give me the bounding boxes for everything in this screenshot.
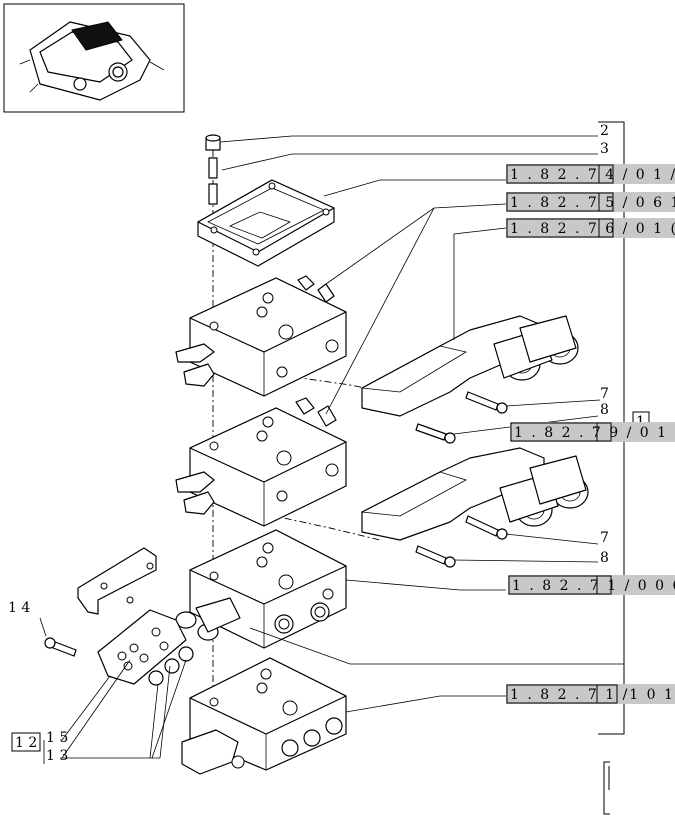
- callout-8-upper: 8: [600, 402, 609, 418]
- callout-7-lower: 7: [600, 530, 609, 546]
- valve-section-1: [175, 275, 347, 397]
- elbow-fitting-lower: [360, 447, 589, 541]
- reference-label-4: 1 . 8 2 . 7 9 / 0 1: [514, 425, 668, 441]
- bracket-plate: [77, 547, 157, 615]
- reference-label-3: 1 . 8 2 . 7 6 / 0 1 (: [510, 221, 675, 237]
- bottom-bracket: [603, 761, 610, 815]
- reference-box-5[interactable]: 1 . 8 2 . 7 1 / 0 0 6: [508, 575, 675, 595]
- stud-bolts: [208, 157, 218, 205]
- reference-label-6: 1 . 8 2 . 7 1 /1 0 1 1: [510, 687, 675, 703]
- flange-block: [97, 609, 187, 685]
- reference-box-4[interactable]: 1 . 8 2 . 7 9 / 0 1: [510, 422, 675, 442]
- thumbnail-overview: [3, 3, 185, 113]
- valve-section-4: [181, 657, 347, 775]
- leader-lines: [39, 135, 624, 764]
- elbow-fitting-upper: [360, 315, 579, 417]
- reference-box-3[interactable]: 1 . 8 2 . 7 6 / 0 1 (: [506, 218, 675, 238]
- reference-label-1: 1 . 8 2 . 7 4 / 0 1 /: [510, 167, 675, 183]
- screws: [415, 391, 508, 568]
- valve-section-2: [175, 397, 347, 527]
- callout-15: 1 5: [46, 730, 68, 746]
- callout-14: 1 4: [8, 600, 30, 616]
- callout-7-upper: 7: [600, 386, 609, 402]
- callout-12: 1 2: [15, 735, 37, 751]
- o-ring-seals: [148, 646, 194, 686]
- valve-section-3: [175, 529, 347, 649]
- reference-label-5: 1 . 8 2 . 7 1 / 0 0 6: [512, 578, 675, 594]
- bolt-14: [44, 637, 77, 657]
- reference-box-6[interactable]: 1 . 8 2 . 7 1 /1 0 1 1: [506, 684, 675, 704]
- callout-3: 3: [600, 141, 609, 157]
- cover-plate: [197, 179, 335, 267]
- reference-box-1[interactable]: 1 . 8 2 . 7 4 / 0 1 /: [506, 164, 675, 184]
- callout-8-lower: 8: [600, 550, 609, 566]
- reference-box-2[interactable]: 1 . 8 2 . 7 5 / 0 6 1: [506, 192, 675, 212]
- callout-12-box: [11, 732, 41, 752]
- callout-13: 1 3: [46, 748, 68, 764]
- callout-2: 2: [600, 123, 609, 139]
- cap-nut: [205, 134, 221, 151]
- reference-label-2: 1 . 8 2 . 7 5 / 0 6 1: [510, 195, 675, 211]
